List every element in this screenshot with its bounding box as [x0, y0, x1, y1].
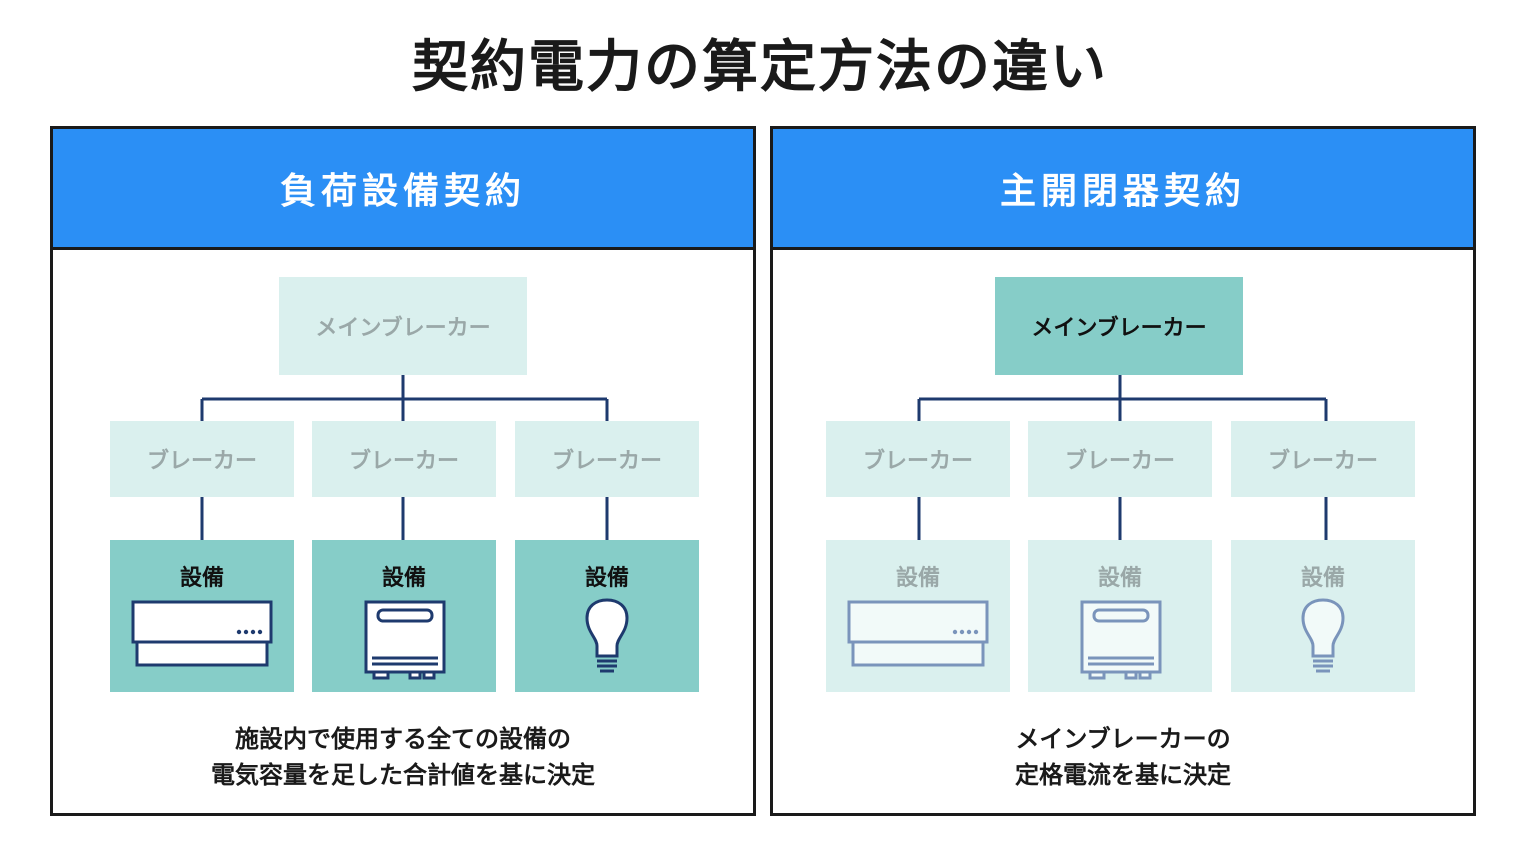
- panel-main-switch-contract: 主開閉器契約 メインブレーカー ブレーカー ブレーカー ブレーカー 設備: [770, 126, 1476, 816]
- equipment-label: 設備: [1300, 566, 1345, 591]
- equipment-box-air-conditioner: 設備: [826, 540, 1010, 692]
- equipment-box-light: 設備: [515, 540, 699, 692]
- water-heater-icon: [1080, 600, 1162, 680]
- equipment-box-water-heater: 設備: [312, 540, 496, 692]
- equipment-label: 設備: [381, 566, 426, 591]
- caption-line: メインブレーカーの: [1015, 725, 1231, 753]
- page-title: 契約電力の算定方法の違い: [412, 35, 1108, 100]
- breaker-box: ブレーカー: [312, 421, 496, 497]
- panel-caption: 施設内で使用する全ての設備の 電気容量を足した合計値を基に決定: [53, 721, 753, 793]
- main-breaker-box: メインブレーカー: [995, 277, 1243, 375]
- connector-lines: [917, 375, 1328, 540]
- equipment-box-water-heater: 設備: [1028, 540, 1212, 692]
- equipment-label: 設備: [584, 566, 629, 591]
- breaker-box: ブレーカー: [826, 421, 1010, 497]
- equipment-label: 設備: [1097, 566, 1142, 591]
- main-breaker-box: メインブレーカー: [279, 277, 527, 375]
- air-conditioner-icon: [847, 600, 989, 667]
- panel-heading: 負荷設備契約: [53, 129, 753, 250]
- caption-line: 定格電流を基に決定: [1015, 761, 1231, 789]
- caption-line: 電気容量を足した合計値を基に決定: [211, 761, 595, 789]
- breaker-box: ブレーカー: [1231, 421, 1415, 497]
- connector-lines: [200, 375, 609, 540]
- equipment-box-light: 設備: [1231, 540, 1415, 692]
- light-bulb-icon: [585, 598, 629, 673]
- panel-load-equipment-contract: 負荷設備契約 メインブレーカー ブレーカー ブレーカー ブレーカー 設備: [50, 126, 756, 816]
- caption-line: 施設内で使用する全ての設備の: [235, 725, 571, 753]
- equipment-label: 設備: [179, 566, 224, 591]
- water-heater-icon: [364, 600, 446, 680]
- breaker-box: ブレーカー: [110, 421, 294, 497]
- light-bulb-icon: [1301, 598, 1345, 673]
- breaker-box: ブレーカー: [1028, 421, 1212, 497]
- panel-caption: メインブレーカーの 定格電流を基に決定: [773, 721, 1473, 793]
- equipment-box-air-conditioner: 設備: [110, 540, 294, 692]
- air-conditioner-icon: [131, 600, 273, 667]
- panel-heading: 主開閉器契約: [773, 129, 1473, 250]
- breaker-box: ブレーカー: [515, 421, 699, 497]
- equipment-label: 設備: [895, 566, 940, 591]
